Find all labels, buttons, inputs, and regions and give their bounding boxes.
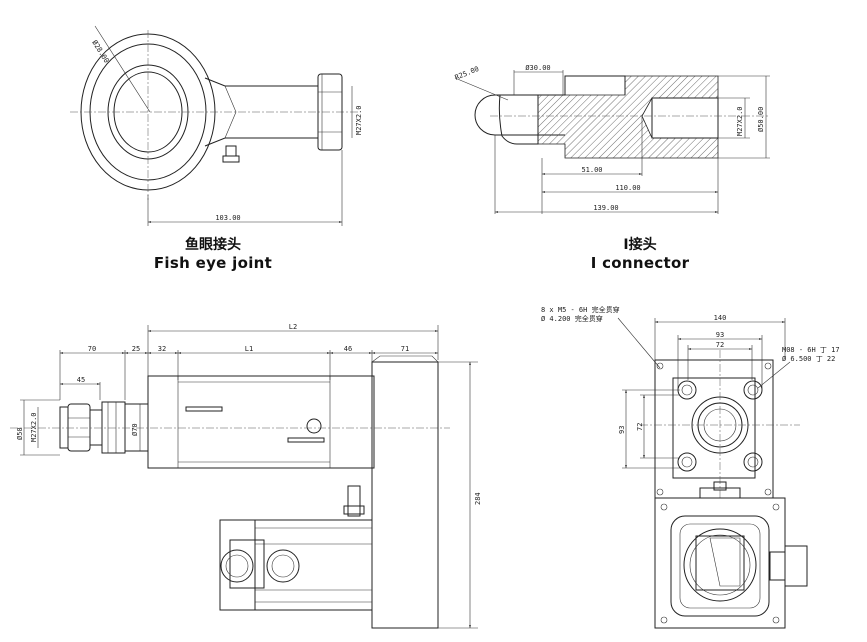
i-connector-bore-label: Ø30.00 [525,64,550,72]
side-stroke-label: L1 [245,345,253,353]
fish-eye-caption: 鱼眼接头 Fish eye joint [128,234,298,272]
side-dim-71: 71 [401,345,409,353]
front-hole-note-2: Ø 4.200 完全贯穿 [541,314,603,323]
i-connector-dim-139: 139.00 [593,204,618,212]
i-connector-caption: I接头 I connector [560,234,720,272]
side-height-label: 284 [474,492,482,505]
front-hole-note-1: 8 x M5 - 6H 完全贯穿 [541,305,620,314]
front-dim-72-vertical: 72 [636,423,644,431]
front-thread-note-1: M08 - 6H 丁 17 [782,346,840,354]
i-connector-thread-label: M27X2.0 [736,106,744,136]
fish-eye-caption-cn: 鱼眼接头 [185,237,241,253]
side-overall-label: L2 [289,323,297,331]
i-connector-dim-110: 110.00 [615,184,640,192]
fish-eye-thread-label: M27X2.0 [355,105,363,135]
front-dim-93: 93 [716,331,724,339]
front-dim-140: 140 [714,314,727,322]
fish-eye-joint-view [70,25,360,226]
actuator-side-view [10,325,478,629]
front-dim-72: 72 [716,341,724,349]
side-dim-32: 32 [158,345,166,353]
i-connector-dia-label: Ø50.00 [757,107,765,132]
i-connector-caption-cn: I接头 [623,237,657,253]
i-connector-radius-label: R25.00 [454,65,480,82]
i-connector-view [454,70,770,214]
side-dim-45: 45 [77,376,85,384]
front-thread-note-2: Ø 6.500 丁 22 [782,355,835,363]
side-dim-25: 25 [132,345,140,353]
fish-eye-dia-label: Ø28.00 [90,39,110,65]
i-connector-dim-51: 51.00 [581,166,602,174]
side-dia-50: Ø50 [16,427,24,440]
side-dim-70: 70 [88,345,96,353]
actuator-front-view [617,317,808,629]
fish-eye-length-label: 103.00 [215,214,240,222]
front-dim-93-vertical: 93 [618,426,626,434]
side-thread-label: M27X2.0 [30,412,38,442]
side-dia-70: Ø70 [131,423,139,436]
side-dim-46: 46 [344,345,352,353]
fish-eye-caption-en: Fish eye joint [153,254,273,272]
i-connector-caption-en: I connector [590,254,690,272]
